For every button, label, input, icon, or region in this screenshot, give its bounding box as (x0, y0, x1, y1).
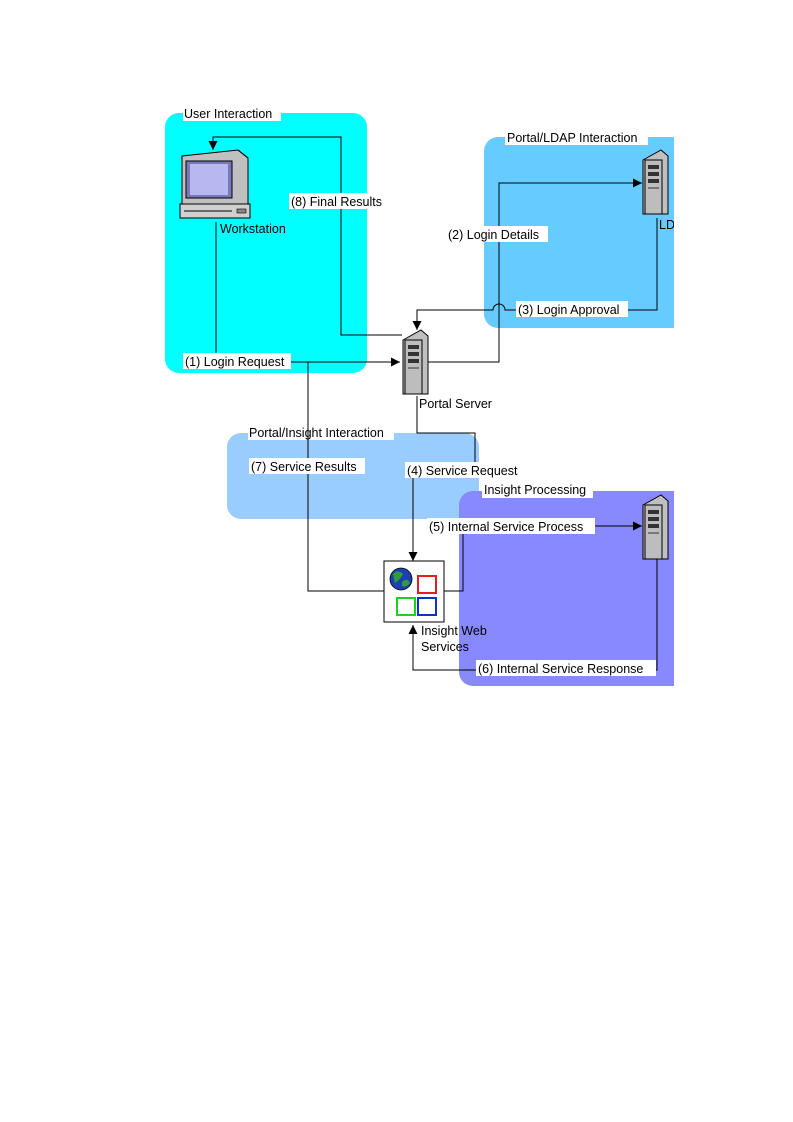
region-portal-insight (227, 433, 479, 519)
flow-label-internal-process: (5) Internal Service Process (429, 520, 583, 534)
region-portal-ldap (484, 137, 674, 328)
web-services-label-line2: Services (421, 640, 469, 654)
flow-label-service-request: (4) Service Request (407, 464, 518, 478)
flow-service-request-line (408, 396, 476, 561)
flow-label-final-results: (8) Final Results (291, 195, 382, 209)
flow-label-login-details: (2) Login Details (448, 228, 539, 242)
region-title-insight: Insight Processing (484, 483, 586, 497)
web-services-label-line1: Insight Web (421, 624, 487, 638)
flow-service-results-line (307, 362, 384, 592)
region-title-user: User Interaction (184, 107, 272, 121)
flow-label-login-approval: (3) Login Approval (518, 303, 619, 317)
flow-label-service-results: (7) Service Results (251, 460, 357, 474)
flow-final-results-line (208, 136, 402, 336)
region-title-portal-insight: Portal/Insight Interaction (249, 426, 384, 440)
workstation-icon (179, 149, 251, 219)
flow-label-login-request: (1) Login Request (185, 355, 285, 369)
ldap-server-label: LD (659, 218, 675, 232)
flow-login-details-line (428, 178, 642, 363)
region-user-interaction (165, 113, 367, 373)
region-insight-processing (459, 491, 674, 686)
region-title-ldap: Portal/LDAP Interaction (507, 131, 637, 145)
portal-server-label: Portal Server (419, 397, 492, 411)
workstation-label: Workstation (220, 222, 286, 236)
flow-label-internal-response: (6) Internal Service Response (478, 662, 643, 676)
web-services-icon (383, 560, 445, 623)
insight-server-icon (642, 494, 669, 560)
flow-login-approval-line (412, 218, 658, 330)
ldap-server-icon (642, 149, 669, 215)
portal-server-icon (402, 329, 429, 395)
